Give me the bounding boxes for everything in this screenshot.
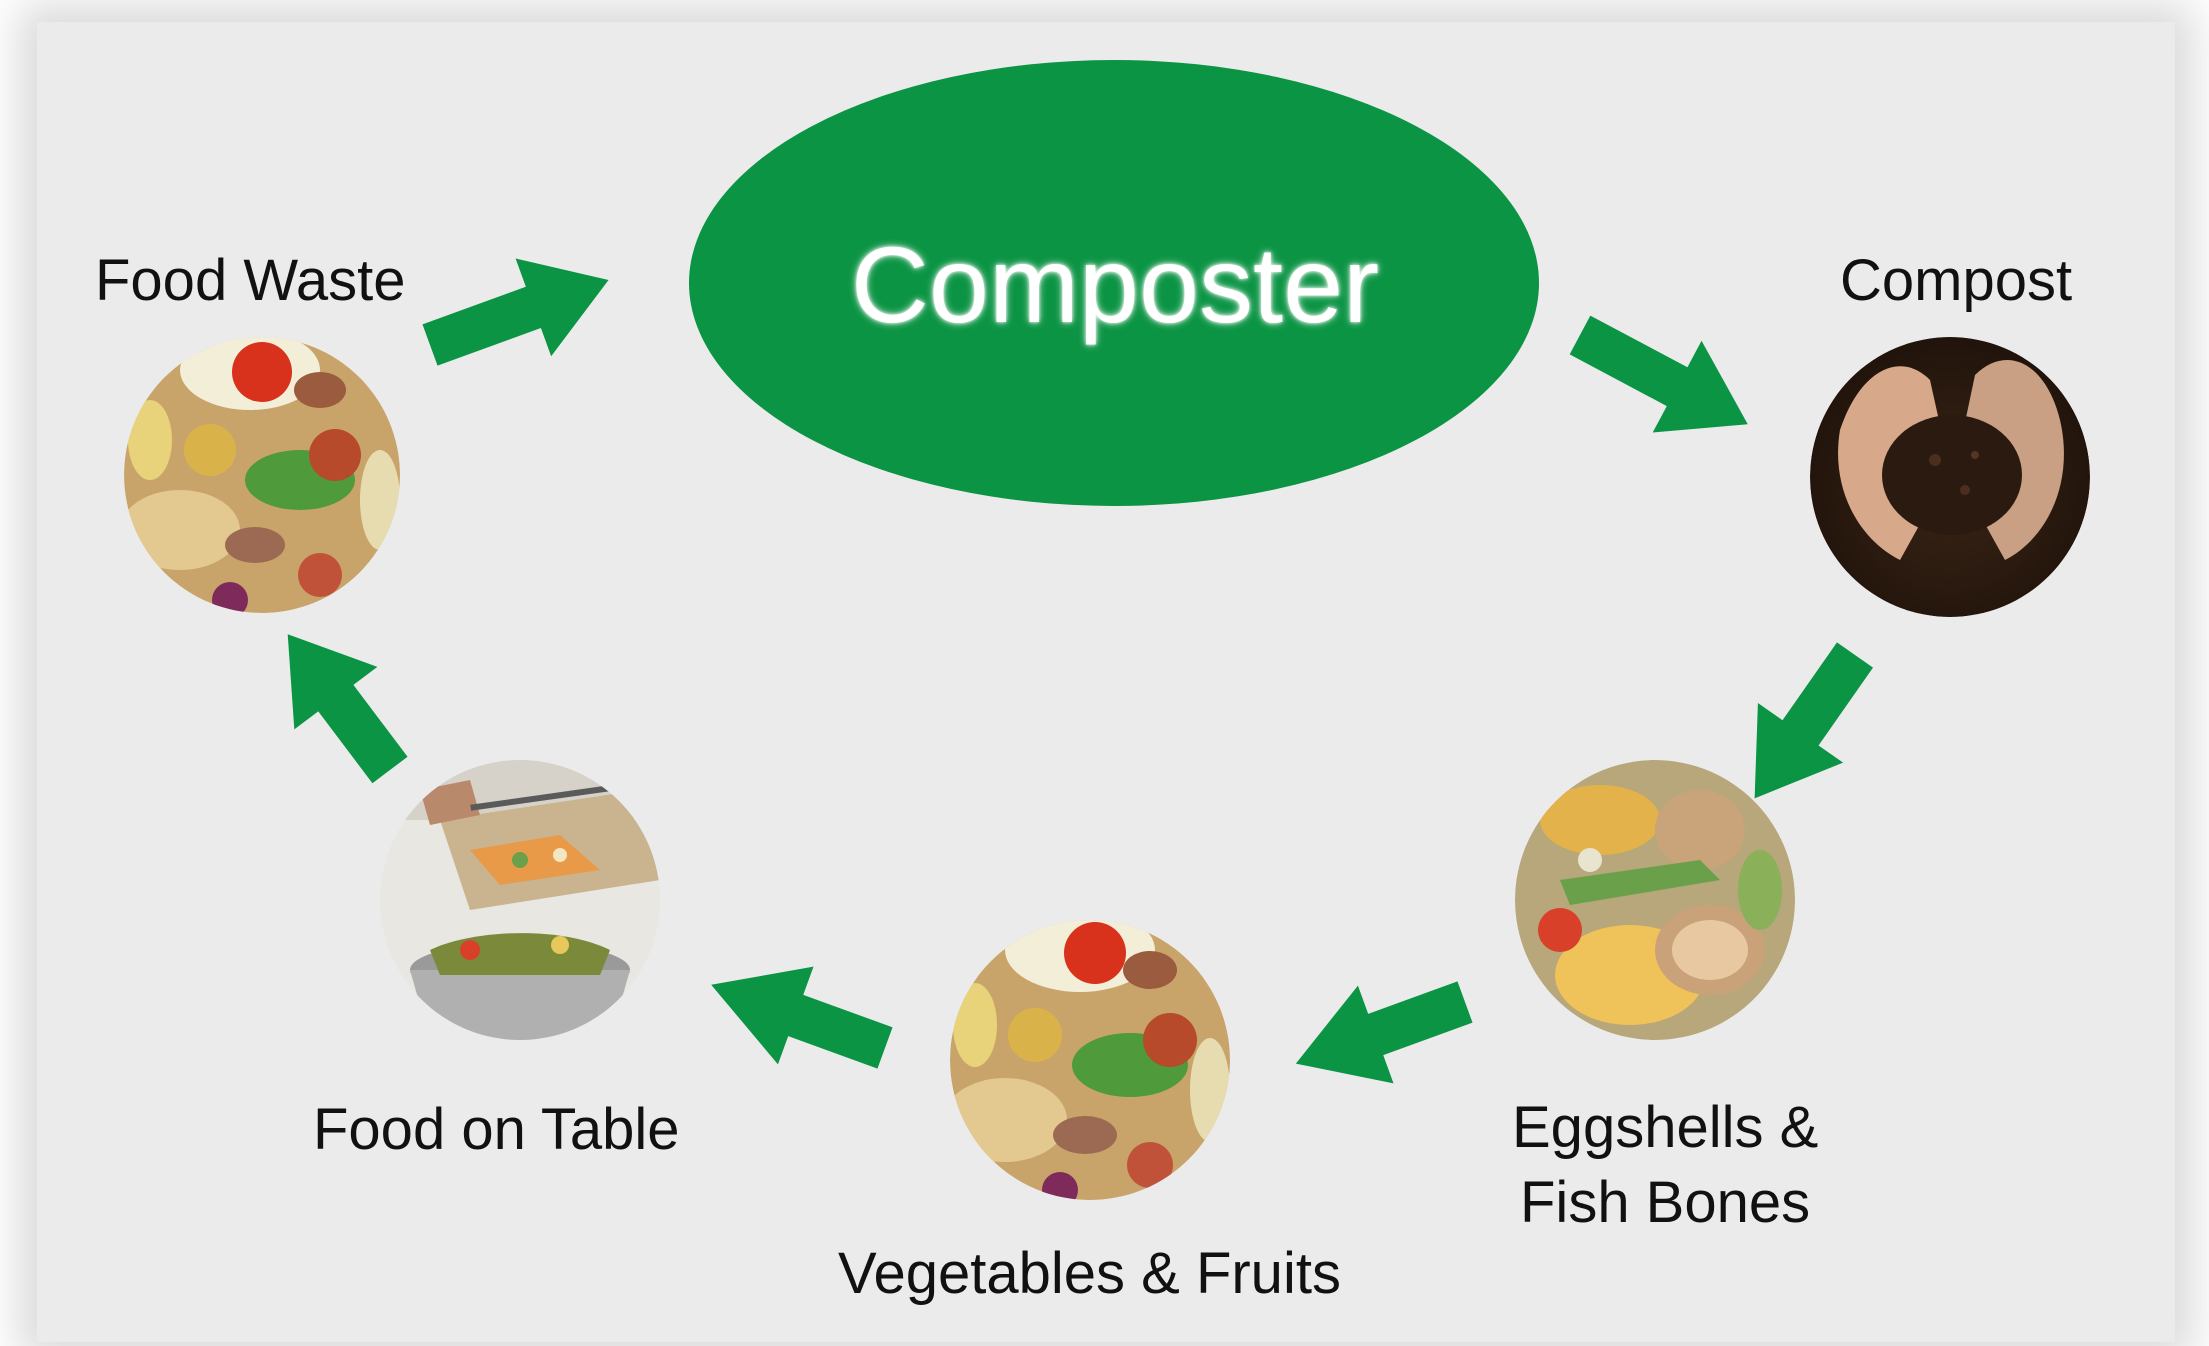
composter-label: Composter	[850, 224, 1380, 345]
arrow-food-waste-to-composter	[422, 258, 609, 366]
arrow-eggshells-to-vegetables	[1295, 981, 1473, 1084]
eggshells-scraps-photo	[1515, 760, 1795, 1040]
arrow-composter-to-compost	[1569, 315, 1748, 433]
scraping-board-into-bin-photo	[380, 760, 660, 1040]
label-eggshells-line1: Eggshells &	[1512, 1095, 1819, 1160]
arrow-compost-to-eggshells	[1754, 642, 1874, 799]
label-compost: Compost	[1840, 248, 2073, 313]
food-scraps-photo	[124, 337, 400, 613]
label-vegetables-fruits: Vegetables & Fruits	[838, 1241, 1341, 1306]
arrow-vegetables-to-food-on-table	[711, 966, 893, 1069]
label-food-waste: Food Waste	[95, 248, 406, 313]
arrow-food-on-table-to-food-waste	[287, 634, 408, 784]
hands-holding-soil-photo	[1810, 337, 2090, 617]
label-eggshells-line2: Fish Bones	[1520, 1170, 1811, 1235]
composter-ellipse	[689, 60, 1539, 506]
vegetable-fruit-scraps-photo	[950, 920, 1230, 1200]
label-food-on-table: Food on Table	[313, 1097, 680, 1162]
